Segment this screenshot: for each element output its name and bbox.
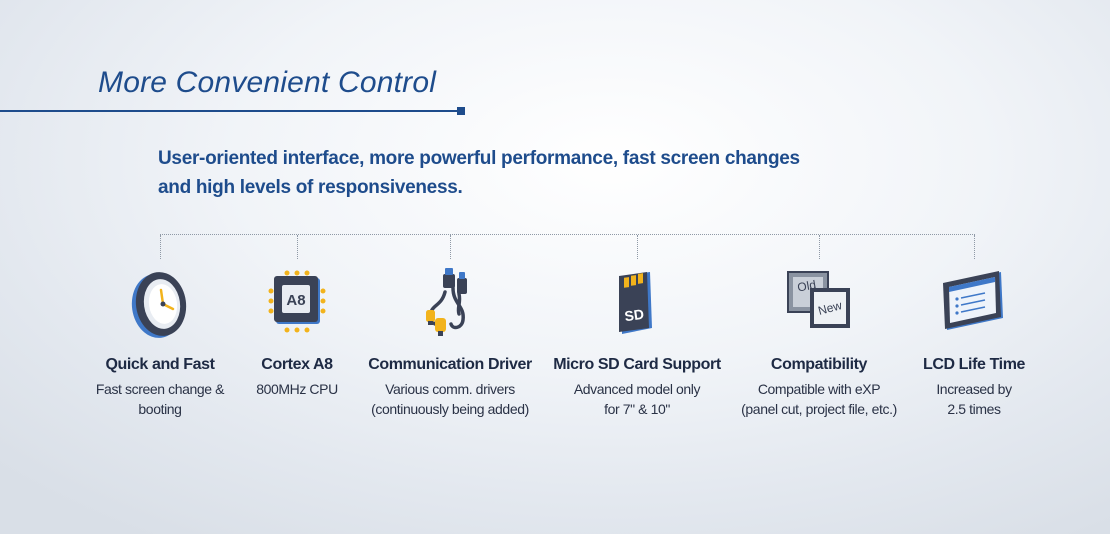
feature-description: Various comm. drivers (continuously bein… — [371, 381, 529, 417]
feature-cortex-a8: A8 Cortex A8 800MHz CPU — [197, 258, 397, 399]
feature-description: Advanced model only for 7" & 10" — [573, 381, 701, 417]
connector-tick — [160, 235, 161, 259]
subtitle-line-2: and high levels of responsiveness. — [158, 177, 463, 198]
feature-communication-driver: Communication Driver Various comm. drive… — [350, 258, 550, 419]
page-title: More Convenient Control — [98, 66, 437, 99]
feature-compatibility: Old New Compatibility Compatible with eX… — [719, 258, 919, 419]
cpu-chip-icon: A8 — [254, 258, 340, 344]
feature-description: Compatible with eXP (panel cut, project … — [741, 381, 897, 417]
page-subtitle: User-oriented interface, more powerful p… — [158, 144, 800, 202]
old-new-screen-icon: Old New — [776, 258, 862, 344]
feature-name: LCD Life Time — [922, 356, 1026, 373]
sd-label: SD — [623, 306, 644, 325]
lcd-monitor-icon — [931, 258, 1017, 344]
feature-description: Increased by 2.5 times — [936, 381, 1012, 417]
feature-name: Compatibility — [770, 356, 868, 373]
feature-lcd-life-time: LCD Life Time Increased by 2.5 times — [874, 258, 1074, 419]
connector-line — [160, 234, 975, 235]
feature-micro-sd-card-support: SD Micro SD Card Support Advanced model … — [537, 258, 737, 419]
new-label: New — [817, 298, 844, 318]
title-underline-end-marker — [457, 107, 465, 115]
sd-card-icon: SD — [594, 258, 680, 344]
connector-tick — [637, 235, 638, 259]
chip-label: A8 — [286, 292, 305, 309]
clock-icon — [117, 258, 203, 344]
feature-description: Fast screen change & booting — [95, 381, 225, 417]
feature-quick-and-fast: Quick and Fast Fast screen change & boot… — [60, 258, 260, 419]
feature-name: Quick and Fast — [105, 356, 215, 373]
feature-name: Cortex A8 — [261, 356, 333, 373]
feature-name: Communication Driver — [368, 356, 532, 373]
subtitle-line-1: User-oriented interface, more powerful p… — [158, 148, 800, 169]
cable-connector-icon — [407, 258, 493, 344]
connector-tick — [450, 235, 451, 259]
feature-description: 800MHz CPU — [256, 381, 338, 397]
connector-tick — [819, 235, 820, 259]
connector-tick — [974, 235, 975, 259]
connector-tick — [297, 235, 298, 259]
feature-name: Micro SD Card Support — [553, 356, 721, 373]
title-underline — [0, 110, 462, 112]
